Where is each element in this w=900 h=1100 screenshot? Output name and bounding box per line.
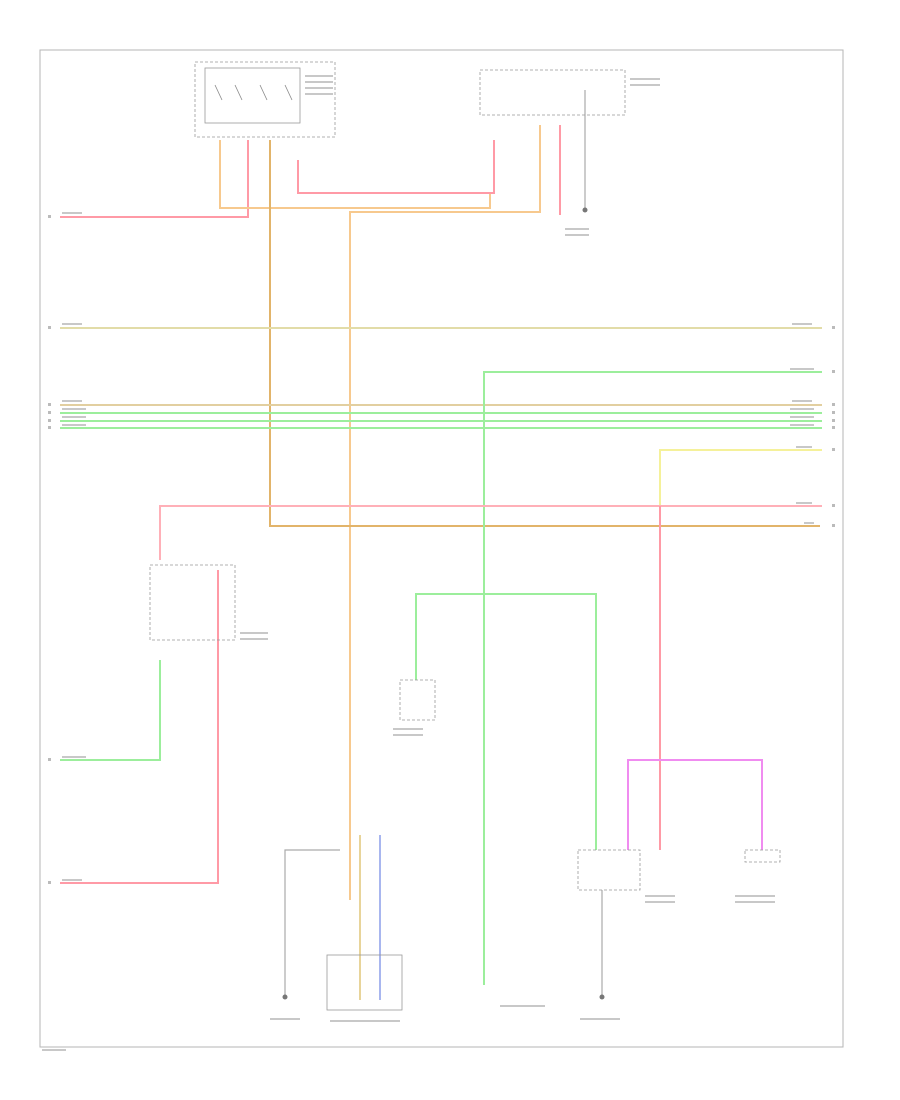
diagram-frame — [39, 49, 844, 1048]
label-placeholder — [305, 75, 333, 77]
label-placeholder — [62, 416, 86, 418]
label-placeholder — [796, 446, 812, 448]
connector-arrow-icon — [832, 426, 835, 429]
label-placeholder — [790, 416, 814, 418]
component-mid-dashed — [399, 679, 436, 721]
label-placeholder — [565, 228, 589, 230]
connector-arrow-icon — [832, 403, 835, 406]
label-placeholder — [630, 84, 660, 86]
connector-arrow-icon — [48, 403, 51, 406]
connector-arrow-icon — [832, 411, 835, 414]
wire-pink-long — [159, 505, 822, 560]
label-placeholder — [305, 93, 333, 95]
label-placeholder — [62, 212, 82, 214]
label-placeholder — [393, 734, 423, 736]
label-placeholder — [62, 408, 86, 410]
component-group — [149, 61, 781, 1011]
wire-orange-fuse — [219, 140, 491, 209]
label-placeholder — [645, 901, 675, 903]
component-bottom-right — [744, 849, 781, 863]
component-bottom-box — [326, 954, 403, 1011]
switch-contact-icon — [214, 84, 293, 101]
relay-bottom-right — [577, 849, 641, 891]
connector-arrow-icon — [832, 419, 835, 422]
wire-gray-bottom-left — [284, 849, 340, 995]
relay-module-left — [149, 564, 236, 641]
connector-arrow-icon — [48, 411, 51, 414]
label-placeholder — [62, 424, 86, 426]
label-placeholder — [735, 895, 775, 897]
wire-green-lower-left — [60, 660, 161, 761]
label-placeholder — [500, 1005, 545, 1007]
connector-arrow-icon — [48, 758, 51, 761]
label-placeholder — [796, 502, 812, 504]
ground-symbol-icon — [582, 207, 588, 213]
connector-arrow-group — [48, 215, 835, 884]
label-placeholder — [62, 756, 86, 758]
label-placeholder — [62, 400, 82, 402]
label-placeholder — [735, 901, 775, 903]
label-placeholder — [62, 879, 82, 881]
label-placeholder — [804, 522, 814, 524]
connector-arrow-icon — [832, 370, 835, 373]
wire-green-middle — [483, 371, 822, 985]
label-placeholder — [792, 323, 812, 325]
wire-pink-junction — [297, 140, 495, 194]
wire-group — [60, 90, 822, 1000]
label-placeholder — [565, 234, 589, 236]
label-placeholder — [790, 424, 814, 426]
label-placeholder — [630, 78, 660, 80]
label-placeholder — [792, 400, 812, 402]
ground-symbol-icon — [282, 994, 288, 1000]
label-placeholder — [645, 895, 675, 897]
label-placeholder — [330, 1020, 400, 1022]
label-placeholder — [42, 1049, 66, 1051]
relay-box-top-right — [479, 69, 626, 116]
label-placeholder — [240, 638, 268, 640]
connector-arrow-icon — [48, 881, 51, 884]
label-placeholder — [790, 368, 814, 370]
connector-arrow-icon — [48, 215, 51, 218]
label-placeholder — [393, 728, 423, 730]
fuse-box-inner — [204, 67, 301, 124]
connector-arrow-icon — [48, 426, 51, 429]
label-placeholder — [270, 1018, 300, 1020]
wire-green-branch — [415, 593, 597, 850]
connector-arrow-icon — [832, 448, 835, 451]
wire-yellow-right — [659, 449, 822, 530]
connector-arrow-icon — [832, 524, 835, 527]
label-placeholder — [305, 87, 333, 89]
connector-arrow-icon — [832, 326, 835, 329]
label-placeholder — [580, 1018, 620, 1020]
wire-tan-vertical — [269, 140, 820, 527]
label-placeholder — [305, 81, 333, 83]
wire-violet-loop — [627, 759, 763, 850]
label-placeholder — [790, 408, 814, 410]
ground-group — [282, 207, 605, 1000]
label-placeholder — [240, 632, 268, 634]
wire-orange-right — [349, 125, 541, 900]
wire-pink-lower-left — [60, 570, 219, 884]
fuse-box-top — [194, 61, 336, 138]
connector-arrow-icon — [832, 504, 835, 507]
ground-symbol-icon — [599, 994, 605, 1000]
label-placeholder — [62, 323, 82, 325]
wire-pink-top-left — [60, 140, 249, 218]
connector-arrow-icon — [48, 326, 51, 329]
connector-arrow-icon — [48, 419, 51, 422]
illegible-label-group — [42, 75, 814, 1051]
